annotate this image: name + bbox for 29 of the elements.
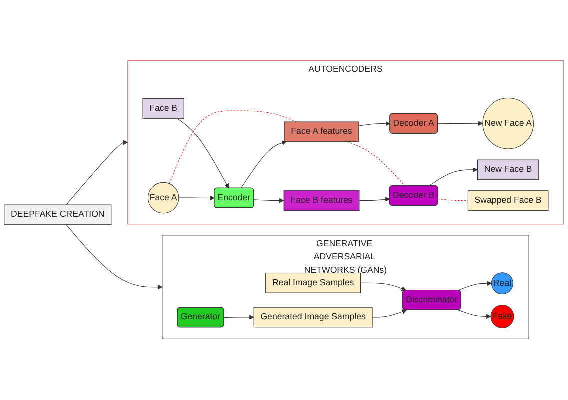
- connector: [169, 110, 298, 184]
- node-box: Generated Image Samples: [254, 307, 373, 328]
- arrow: [178, 196, 215, 201]
- arrow: [372, 310, 408, 318]
- arrow: [458, 281, 492, 291]
- arrow: [224, 315, 254, 320]
- node-box: Swapped Face B: [468, 190, 549, 211]
- connector: [347, 142, 406, 186]
- node-box: Face A features: [284, 122, 360, 142]
- arrow: [66, 224, 163, 290]
- arrow: [428, 168, 478, 186]
- arrow: [458, 310, 492, 320]
- node-circle: Fake: [490, 305, 514, 328]
- arrow: [359, 197, 390, 202]
- arrow: [177, 118, 230, 189]
- arrow: [66, 140, 128, 206]
- node-circle: New Face A: [482, 98, 534, 150]
- node-box: Face B: [142, 98, 184, 119]
- arrow: [240, 140, 287, 189]
- arrow: [254, 198, 284, 204]
- node-box: DEEPFAKE CREATION: [4, 204, 112, 226]
- node-box: Real Image Samples: [266, 272, 362, 294]
- node-circle: Face A: [148, 182, 180, 214]
- arrow: [438, 121, 484, 126]
- node-box: Face B features: [284, 190, 360, 211]
- node-box: New Face B: [477, 160, 540, 180]
- node-circle: Real: [492, 272, 514, 295]
- arrow: [358, 121, 390, 126]
- arrow: [360, 282, 407, 292]
